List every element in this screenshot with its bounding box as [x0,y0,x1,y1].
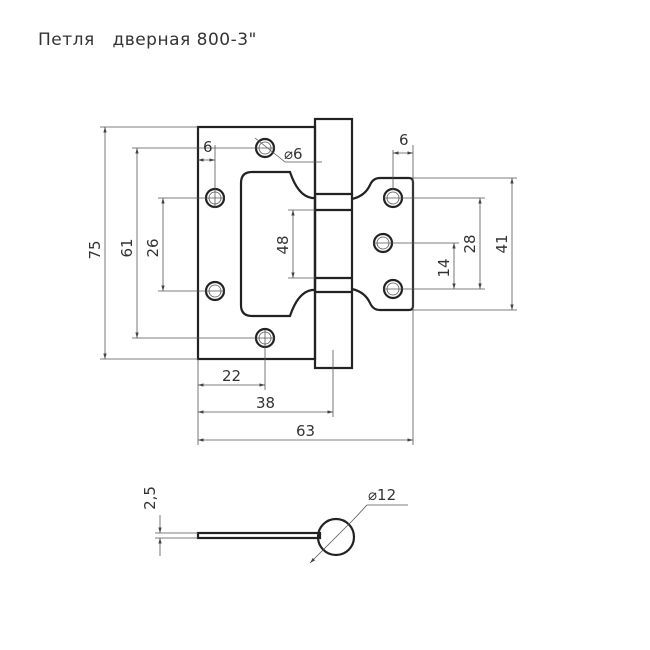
dim-61: 61 [118,238,136,257]
dim-75: 75 [86,240,104,259]
dim-6-right: 6 [399,131,409,149]
dim-63: 63 [296,422,315,440]
dim-38: 38 [256,394,275,412]
dim-28: 28 [461,234,479,253]
holes [204,137,404,349]
dim-diameter-12: ⌀12 [368,486,396,504]
side-view: 2,5 ⌀12 [141,486,408,564]
knuckle [313,117,354,370]
cutout [239,170,317,318]
dim-22: 22 [222,367,241,385]
dim-14: 14 [435,258,453,277]
dim-41: 41 [493,234,511,253]
dim-48: 48 [274,235,292,254]
dim-26: 26 [144,238,162,257]
dim-diameter-6: ⌀6 [284,145,303,163]
drawing-title: Петля дверная 800-3" [38,30,257,50]
dim-thickness: 2,5 [141,486,159,510]
dim-6-left: 6 [203,138,213,156]
